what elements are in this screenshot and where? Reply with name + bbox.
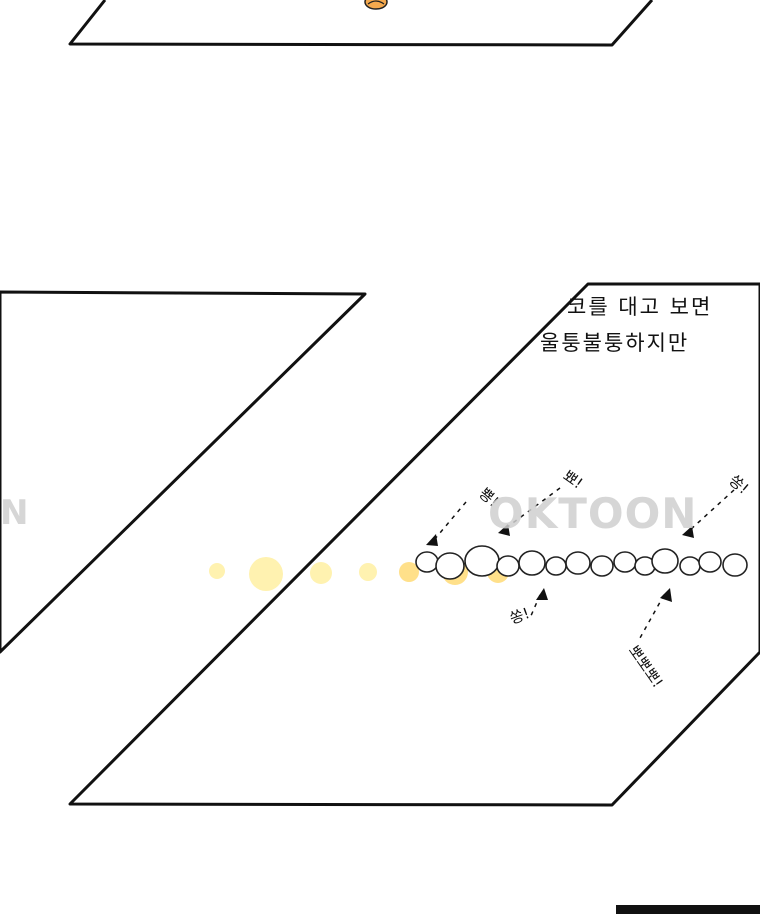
- arrowhead-icon: [682, 526, 694, 538]
- bumpy-surface: [415, 545, 748, 580]
- bottom-strip: [616, 905, 760, 914]
- sfx-left-bottom: 쏭!: [507, 604, 532, 628]
- watermark-fragment: N: [0, 493, 28, 533]
- orange-character-icon: [364, 0, 388, 10]
- caption-line-1: 코를 대고 보면: [567, 295, 712, 319]
- top-panel: [68, 0, 654, 47]
- main-panel: [68, 282, 760, 807]
- watermark-logo: OKTOON: [488, 489, 697, 538]
- motion-lines: [426, 487, 735, 639]
- arrowhead-icon: [498, 524, 510, 536]
- caption-line-2: 울퉁불퉁하지만: [540, 331, 689, 355]
- arrowhead-icon: [426, 534, 438, 546]
- left-panel: [0, 290, 367, 654]
- arrowhead-icon: [536, 588, 548, 600]
- arrowhead-icon: [660, 588, 672, 602]
